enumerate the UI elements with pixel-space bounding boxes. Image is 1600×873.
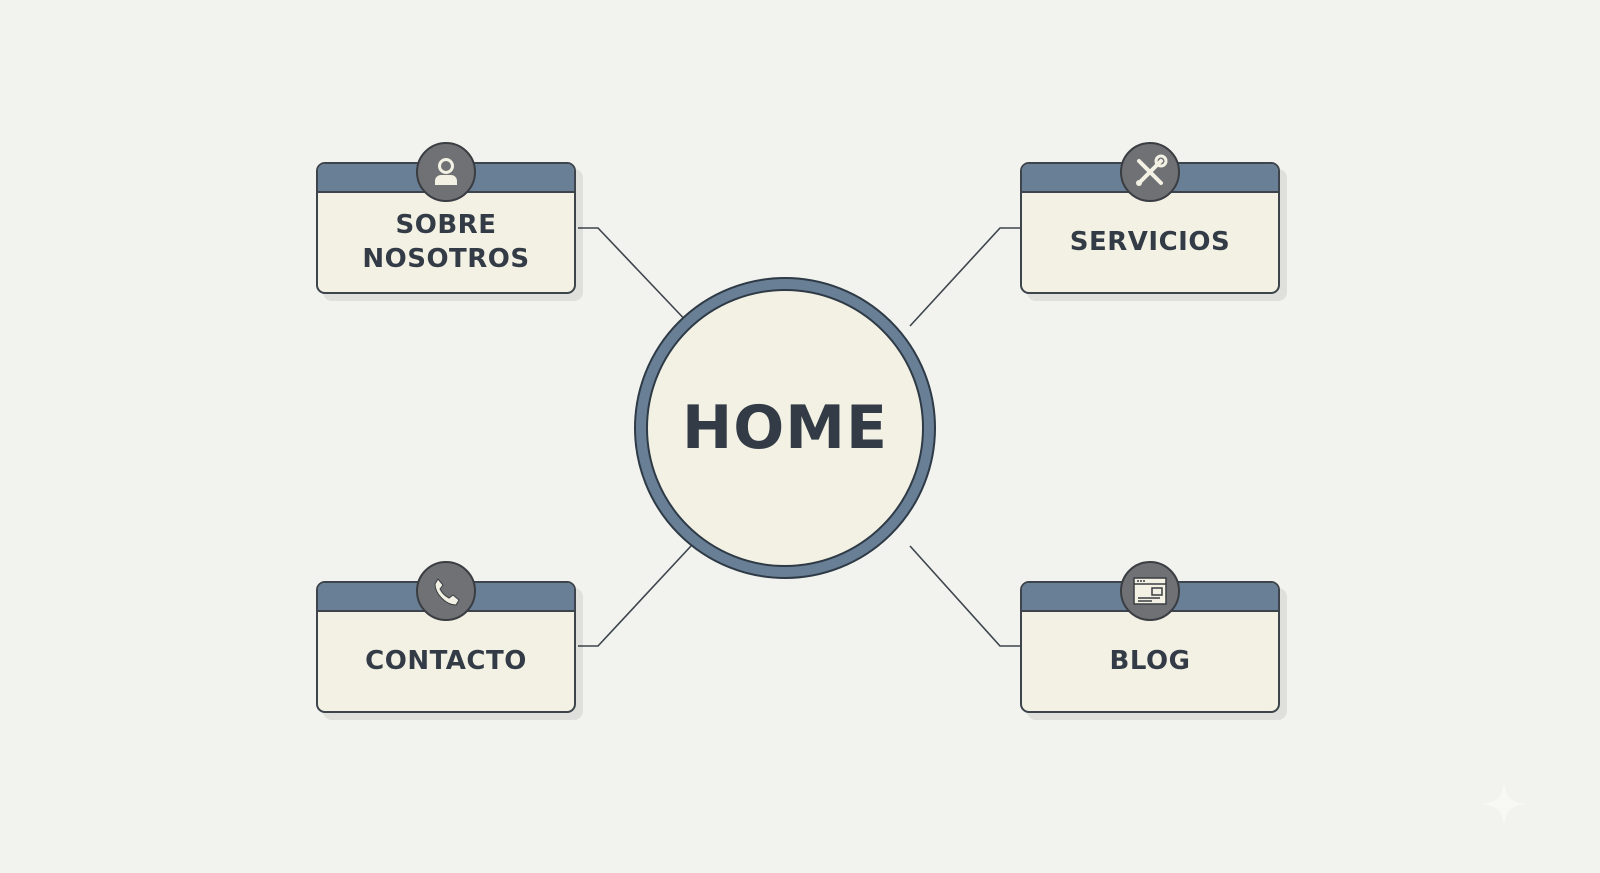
- home-node[interactable]: HOME: [634, 277, 936, 579]
- edge-home-servicios: [909, 227, 1020, 327]
- phone-icon: [416, 561, 476, 621]
- node-contacto[interactable]: CONTACTO: [316, 561, 576, 713]
- tools-icon: [1120, 142, 1180, 202]
- home-node-inner: HOME: [646, 289, 924, 567]
- sparkle-icon: [1482, 782, 1526, 826]
- edge-home-blog: [909, 545, 1020, 647]
- node-label: BLOG: [1109, 645, 1191, 676]
- edge-home-contacto: [578, 545, 692, 647]
- node-blog[interactable]: BLOG: [1020, 561, 1280, 713]
- browser-window-icon: [1120, 561, 1180, 621]
- home-label: HOME: [682, 393, 888, 463]
- user-icon: [416, 142, 476, 202]
- edge-home-sobre-nosotros: [578, 227, 692, 327]
- node-label: SERVICIOS: [1069, 226, 1231, 257]
- node-servicios[interactable]: SERVICIOS: [1020, 142, 1280, 294]
- node-label: CONTACTO: [365, 645, 527, 676]
